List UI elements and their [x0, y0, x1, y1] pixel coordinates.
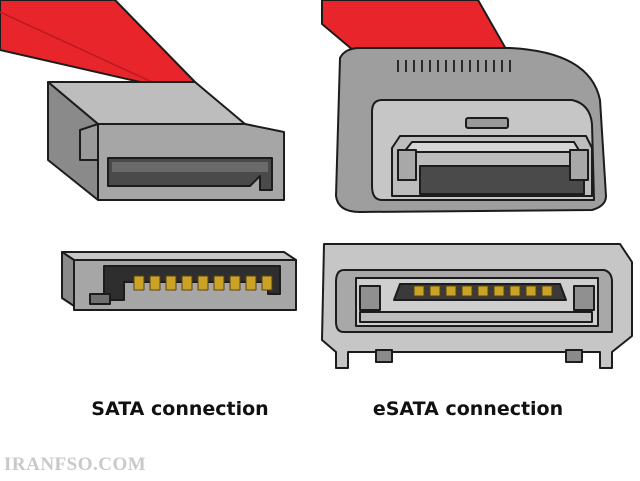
esata-socket-icon	[322, 244, 632, 368]
esata-cable-plug-icon	[322, 0, 606, 212]
esata-gold-contacts	[414, 286, 552, 296]
sata-caption: SATA connection	[60, 398, 300, 420]
esata-caption: eSATA connection	[348, 398, 588, 420]
watermark: IRANFSO.COM	[4, 454, 146, 476]
sata-socket-icon	[62, 252, 296, 310]
sata-cable-plug-icon	[0, 0, 284, 200]
sata-red-cable	[0, 0, 195, 82]
sata-gold-contacts	[134, 276, 272, 290]
